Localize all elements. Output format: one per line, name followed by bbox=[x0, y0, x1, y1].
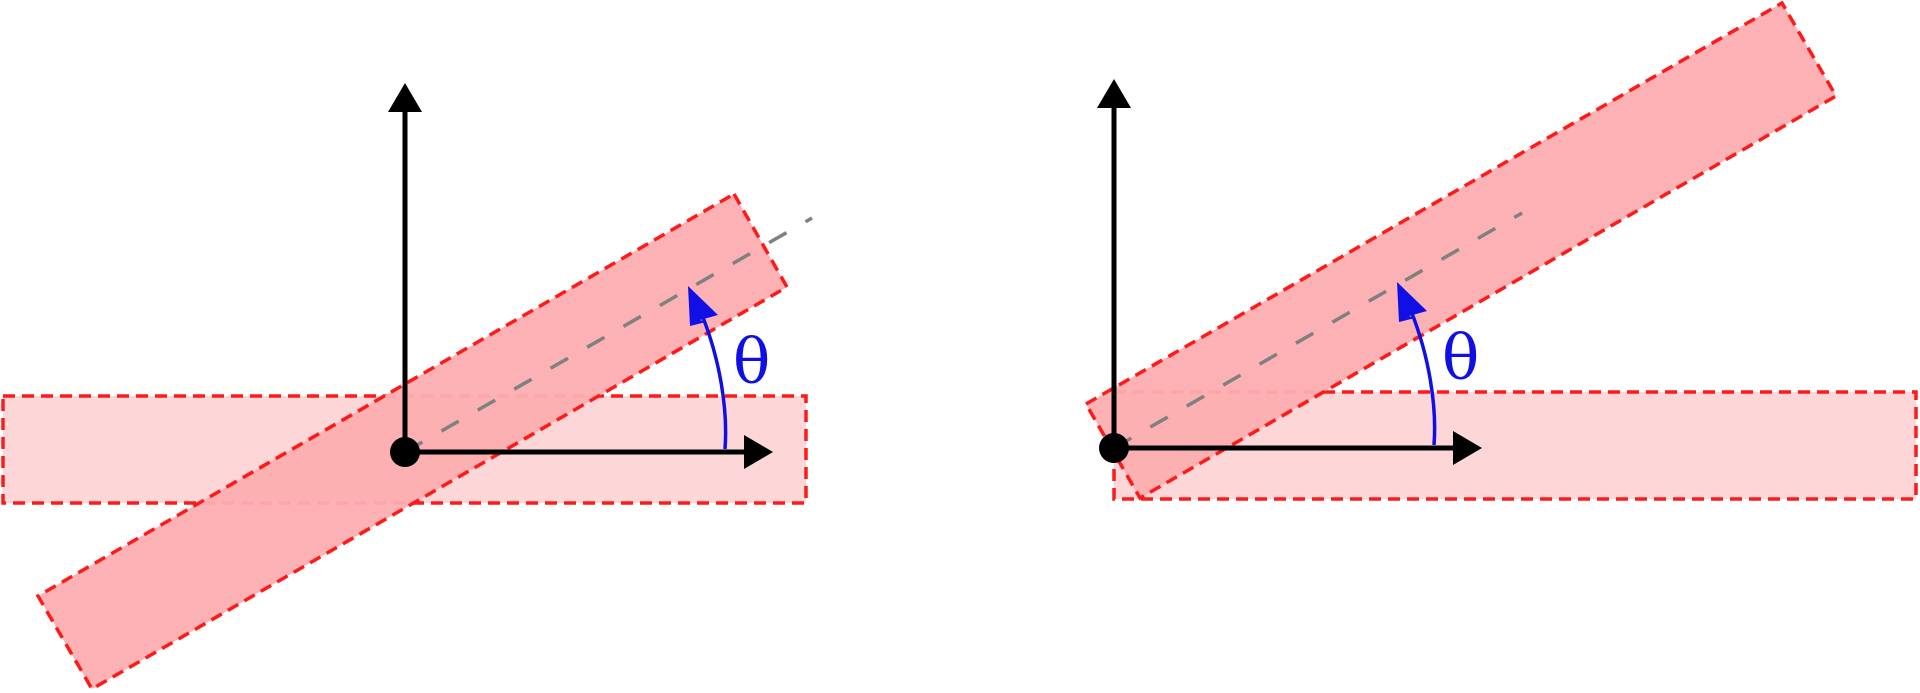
angle-arrowhead bbox=[688, 286, 718, 326]
x-axis-arrowhead bbox=[744, 435, 773, 469]
y-axis-arrowhead bbox=[388, 83, 422, 112]
rotated-center-line bbox=[404, 216, 813, 454]
angle-arc bbox=[700, 314, 728, 450]
rotated-center-line bbox=[1113, 211, 1523, 450]
angle-label: θ bbox=[733, 325, 770, 398]
rotation-origin bbox=[1099, 433, 1129, 463]
rotation-origin bbox=[390, 437, 420, 467]
angle-arrowhead bbox=[1397, 282, 1427, 322]
angle-arc bbox=[1409, 310, 1437, 446]
angle-label: θ bbox=[1442, 321, 1479, 394]
rotated-rectangle bbox=[1083, 0, 1839, 501]
panel-right: θ bbox=[1083, 0, 1918, 501]
x-axis-arrowhead bbox=[1453, 431, 1482, 465]
y-axis-arrowhead bbox=[1097, 79, 1131, 108]
panel-left: θ bbox=[1, 83, 813, 692]
